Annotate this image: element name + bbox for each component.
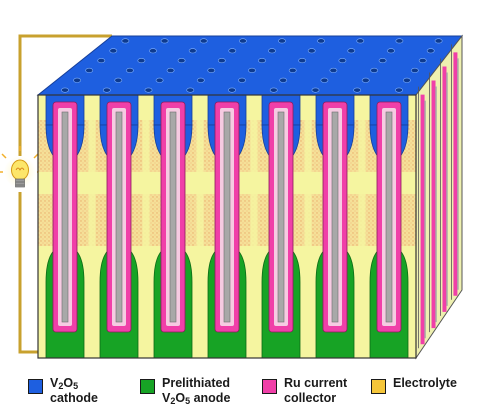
top-hole — [188, 48, 197, 54]
electrolyte-gap — [196, 95, 204, 358]
top-hole — [320, 77, 329, 83]
lightbulb-icon — [0, 146, 41, 188]
top-hole — [378, 58, 387, 64]
electrolyte-gap — [304, 95, 312, 358]
top-hole — [434, 38, 443, 44]
top-face-holes — [61, 38, 443, 93]
top-hole — [418, 58, 427, 64]
top-hole — [307, 48, 316, 54]
top-hole — [144, 87, 153, 93]
top-hole — [125, 67, 134, 73]
top-hole — [353, 87, 362, 93]
rod — [277, 111, 285, 323]
current-collector-label-line2: collector — [284, 391, 337, 405]
top-hole — [155, 77, 164, 83]
top-hole — [186, 87, 195, 93]
top-hole — [279, 77, 288, 83]
rod — [223, 111, 231, 323]
top-hole — [338, 58, 347, 64]
top-hole — [395, 38, 404, 44]
top-hole — [329, 67, 338, 73]
legend-current-collector: Ru current collector — [262, 376, 347, 406]
top-hole — [166, 67, 175, 73]
top-hole — [61, 87, 69, 93]
electrolyte-gap — [250, 95, 258, 358]
top-hole — [402, 77, 411, 83]
electrolyte-label: Electrolyte — [393, 376, 457, 390]
rod — [331, 111, 339, 323]
top-hole — [102, 87, 111, 93]
cathode-label-line1: V2O5 — [50, 376, 79, 391]
top-hole — [85, 67, 94, 73]
top-hole — [238, 77, 246, 83]
top-hole — [387, 48, 395, 54]
electrolyte-gap — [88, 95, 96, 358]
front-face — [37, 94, 417, 359]
top-hole — [426, 48, 435, 54]
top-hole — [199, 38, 208, 44]
top-hole — [258, 58, 266, 64]
legend-anode: Prelithiated V2O5 anode — [140, 376, 230, 406]
circuit-wire — [18, 34, 112, 156]
top-face-cathode — [36, 35, 464, 96]
top-hole — [361, 77, 370, 83]
top-hole — [238, 38, 247, 44]
anode-swatch — [140, 379, 155, 394]
top-hole — [207, 67, 216, 73]
electrolyte-swatch — [371, 379, 386, 394]
top-hole — [410, 67, 419, 73]
rod — [385, 111, 393, 323]
top-hole — [228, 48, 237, 54]
top-hole — [298, 58, 307, 64]
top-hole — [217, 58, 226, 64]
top-hole — [137, 58, 146, 64]
battery-diagram — [0, 34, 464, 360]
top-hole — [278, 38, 286, 44]
top-hole — [347, 48, 356, 54]
top-hole — [114, 77, 123, 83]
top-hole — [121, 38, 130, 44]
top-hole — [196, 77, 205, 83]
electrolyte-gap — [142, 95, 150, 358]
top-hole — [356, 38, 365, 44]
cathode-label-line2: cathode — [50, 391, 98, 405]
top-hole — [269, 87, 278, 93]
top-hole — [370, 67, 378, 73]
top-hole — [268, 48, 276, 54]
top-hole — [177, 58, 186, 64]
right-side-fins — [418, 44, 459, 349]
anode-label-line1: Prelithiated — [162, 376, 231, 390]
top-hole — [317, 38, 325, 44]
top-hole — [248, 67, 256, 73]
rod — [169, 111, 177, 323]
current-collector-swatch — [262, 379, 277, 394]
current-collector-label-line1: Ru current — [284, 376, 348, 390]
rod — [115, 111, 123, 323]
rod — [61, 111, 69, 323]
top-hole — [160, 38, 169, 44]
top-hole — [97, 58, 106, 64]
top-hole — [109, 48, 118, 54]
top-hole — [395, 87, 403, 93]
legend-cathode: V2O5 cathode — [28, 376, 98, 406]
top-hole — [228, 87, 236, 93]
top-hole — [149, 48, 157, 54]
top-hole — [311, 87, 320, 93]
cathode-swatch — [28, 379, 43, 394]
top-hole — [288, 67, 297, 73]
anode-label-line2: V2O5 anode — [162, 391, 231, 406]
legend-electrolyte: Electrolyte — [371, 376, 457, 394]
electrolyte-gap — [358, 95, 366, 358]
top-hole — [73, 77, 81, 83]
